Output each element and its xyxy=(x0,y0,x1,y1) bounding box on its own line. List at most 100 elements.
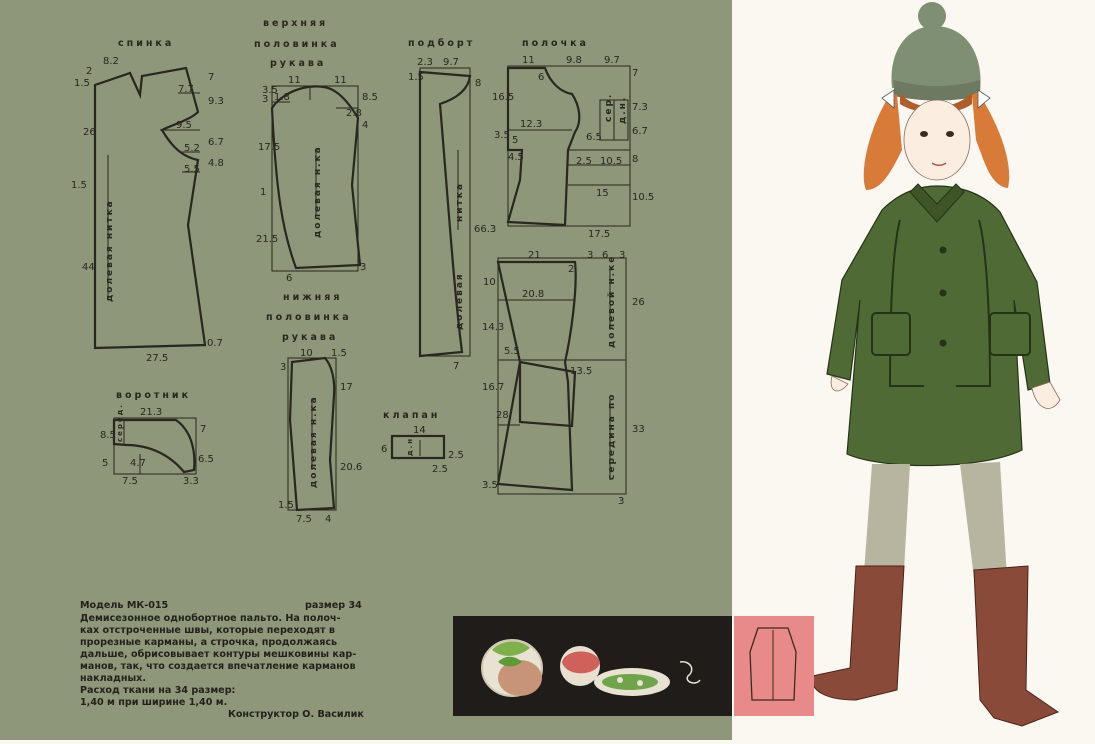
label-klapan: клапан xyxy=(383,410,440,421)
food-illustration-panel xyxy=(453,616,733,716)
left-hand xyxy=(830,375,849,392)
svg-text:66.3: 66.3 xyxy=(474,224,496,235)
svg-text:21.3: 21.3 xyxy=(140,407,162,418)
pattern-klapan xyxy=(390,434,446,460)
grain-spinka: долевая нитка xyxy=(105,199,115,302)
svg-text:7: 7 xyxy=(208,72,214,83)
svg-text:3: 3 xyxy=(619,250,625,261)
fashion-illustration xyxy=(732,0,1095,740)
svg-text:манов, так, что создается впеч: манов, так, что создается впечатление ка… xyxy=(80,661,356,672)
svg-text:1: 1 xyxy=(260,187,266,198)
svg-text:16.5: 16.5 xyxy=(492,92,514,103)
pattern-upper-sleeve xyxy=(270,85,362,272)
svg-text:3.5: 3.5 xyxy=(494,130,510,141)
grain-polochka-1: середина по xyxy=(607,393,617,480)
label-lower-3: рукава xyxy=(282,332,338,343)
svg-text:2: 2 xyxy=(568,264,574,275)
svg-text:27.5: 27.5 xyxy=(146,353,168,364)
svg-text:1.5: 1.5 xyxy=(71,180,87,191)
grain-upper: долевая н.ка xyxy=(313,145,323,238)
caption-fabric-1: Расход ткани на 34 размер: xyxy=(80,685,235,696)
svg-text:2.8: 2.8 xyxy=(346,108,362,119)
label-lower-2: половинка xyxy=(266,312,352,323)
svg-text:20.6: 20.6 xyxy=(340,462,362,473)
svg-text:2: 2 xyxy=(86,66,92,77)
label-polochka: полочка xyxy=(522,38,589,49)
svg-text:10.5: 10.5 xyxy=(600,156,622,167)
svg-text:4.7: 4.7 xyxy=(130,458,146,469)
grain-lower: долевая н.ка xyxy=(309,395,319,488)
caption-fabric-2: 1,40 м при ширине 1,40 м. xyxy=(80,697,227,708)
hair-left xyxy=(863,92,902,190)
hair-right xyxy=(972,92,1010,188)
svg-text:9.7: 9.7 xyxy=(604,55,620,66)
svg-text:4: 4 xyxy=(362,120,368,131)
caption-size: размер 34 xyxy=(305,600,362,611)
svg-text:дальше, обрисовывает контуры м: дальше, обрисовывает контуры мешковины к… xyxy=(80,648,356,660)
svg-text:21: 21 xyxy=(528,250,541,261)
right-boot xyxy=(973,565,1060,727)
svg-text:14: 14 xyxy=(413,425,426,436)
svg-text:2.5: 2.5 xyxy=(432,464,448,475)
caption-model: Модель МК-015 xyxy=(80,600,168,611)
svg-text:6: 6 xyxy=(538,72,544,83)
label-spinka: спинка xyxy=(118,38,174,49)
label-upper-2: половинка xyxy=(254,39,340,50)
svg-text:6.5: 6.5 xyxy=(586,132,602,143)
svg-text:33: 33 xyxy=(632,424,645,435)
svg-text:накладных.: накладных. xyxy=(80,673,146,684)
svg-text:д.н.: д.н. xyxy=(406,432,414,456)
svg-text:7.7: 7.7 xyxy=(178,84,194,95)
svg-text:11: 11 xyxy=(288,75,301,86)
svg-text:4.8: 4.8 xyxy=(208,158,224,169)
svg-text:10: 10 xyxy=(483,277,496,288)
pattern-sheet: спинка долевая нитка 8.2 1.5 2 26 7.7 9.… xyxy=(0,0,733,740)
label-upper-1: верхняя xyxy=(263,18,328,29)
svg-text:5.5: 5.5 xyxy=(504,346,520,357)
svg-text:7: 7 xyxy=(632,68,638,79)
svg-text:5.2: 5.2 xyxy=(184,143,200,154)
svg-text:6: 6 xyxy=(286,273,292,284)
svg-text:4.5: 4.5 xyxy=(508,152,524,163)
pattern-polochka-lower xyxy=(496,257,627,495)
svg-text:ках отстроченные швы, которые: ках отстроченные швы, которые переходят … xyxy=(80,625,335,636)
svg-text:2.3: 2.3 xyxy=(417,57,433,68)
right-leg xyxy=(960,462,1007,578)
pattern-spinka xyxy=(93,66,207,350)
pattern-polochka-upper xyxy=(506,65,631,227)
left-boot xyxy=(811,565,905,701)
svg-text:3: 3 xyxy=(280,362,286,373)
pattern-diagram: спинка долевая нитка 8.2 1.5 2 26 7.7 9.… xyxy=(71,18,733,720)
grain-podbort-2: долевая xyxy=(455,272,465,330)
svg-text:10: 10 xyxy=(300,348,313,359)
svg-text:12.3: 12.3 xyxy=(520,119,542,130)
grain-polochka-2: долевой н.кe xyxy=(607,255,617,348)
svg-text:3.3: 3.3 xyxy=(183,476,199,487)
label-lower-1: нижняя xyxy=(283,292,342,303)
svg-text:9.7: 9.7 xyxy=(443,57,459,68)
svg-text:серед.: серед. xyxy=(116,403,124,442)
svg-text:1.5: 1.5 xyxy=(331,348,347,359)
label-podbort: подборт xyxy=(408,38,475,49)
svg-text:7.3: 7.3 xyxy=(632,102,648,113)
svg-text:4: 4 xyxy=(325,514,331,525)
caption-block: Модель МК-015 размер 34 Демисезонное одн… xyxy=(80,600,364,720)
svg-text:3: 3 xyxy=(262,94,268,105)
svg-text:10.5: 10.5 xyxy=(632,192,654,203)
svg-text:2.5: 2.5 xyxy=(448,450,464,461)
right-hand xyxy=(1031,381,1061,409)
svg-text:6: 6 xyxy=(381,444,387,455)
svg-text:11: 11 xyxy=(522,55,535,66)
svg-text:д.н.: д.н. xyxy=(618,96,628,124)
svg-text:сер.: сер. xyxy=(604,93,614,122)
svg-text:8.5: 8.5 xyxy=(100,430,116,441)
svg-text:7: 7 xyxy=(200,424,206,435)
svg-text:26: 26 xyxy=(632,297,645,308)
svg-text:7.5: 7.5 xyxy=(296,514,312,525)
svg-text:20.8: 20.8 xyxy=(522,289,544,300)
girl-in-coat-illustration xyxy=(734,2,1061,727)
svg-text:17.5: 17.5 xyxy=(588,229,610,240)
coat-thumbnail xyxy=(734,616,814,716)
svg-text:13.5: 13.5 xyxy=(570,366,592,377)
svg-text:44: 44 xyxy=(82,262,95,273)
